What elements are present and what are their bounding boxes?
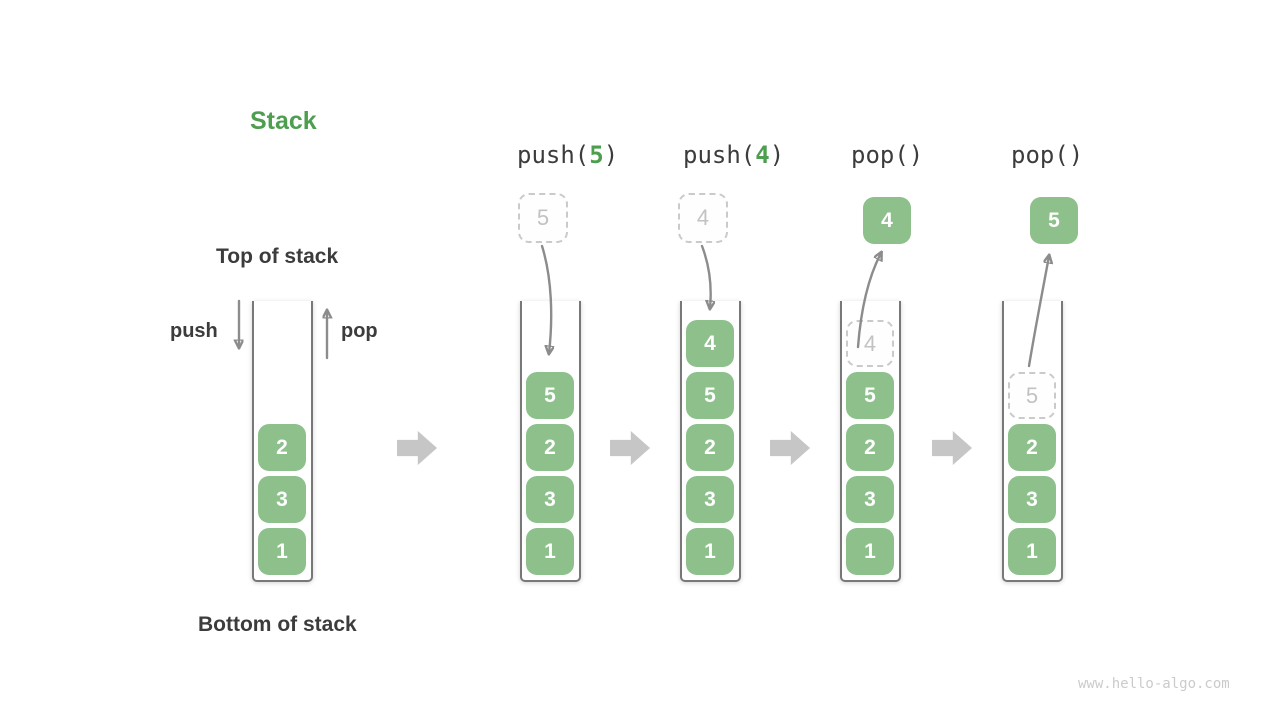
stack-item: 3 — [258, 476, 306, 523]
op-arg: 4 — [755, 141, 770, 169]
stack-item: 1 — [1008, 528, 1056, 575]
stack-item: 2 — [1008, 424, 1056, 471]
op-label-pop-2: pop() — [1011, 141, 1083, 169]
next-step-arrow-icon — [932, 431, 972, 465]
op-arg: 5 — [589, 141, 604, 169]
push-label: push — [170, 320, 218, 342]
incoming-item-box: 4 — [678, 193, 728, 243]
ghost-item-box: 5 — [1008, 372, 1056, 419]
op-text-post: ) — [603, 141, 619, 169]
stack-item: 2 — [526, 424, 574, 471]
op-text-pre: push( — [517, 141, 590, 169]
stack-item: 3 — [686, 476, 734, 523]
stack-item: 5 — [686, 372, 734, 419]
op-label-pop-1: pop() — [851, 141, 923, 169]
op-text-pre: push( — [683, 141, 756, 169]
next-step-arrow-icon — [610, 431, 650, 465]
op-text-pre: pop() — [851, 141, 924, 169]
bottom-of-stack-label: Bottom of stack — [198, 613, 357, 636]
stack-item: 1 — [686, 528, 734, 575]
stack-item: 2 — [686, 424, 734, 471]
ghost-item-box: 4 — [846, 320, 894, 367]
op-label-push-4: push(4) — [683, 141, 784, 169]
watermark: www.hello-algo.com — [1078, 676, 1230, 692]
next-step-arrow-icon — [397, 431, 437, 465]
stack-item: 5 — [846, 372, 894, 419]
top-of-stack-label: Top of stack — [216, 245, 339, 268]
op-text-post: ) — [769, 141, 785, 169]
next-step-arrow-icon — [770, 431, 810, 465]
incoming-item-box: 5 — [518, 193, 568, 243]
push-flow-arrow-icon — [700, 244, 711, 308]
op-text-pre: pop() — [1011, 141, 1084, 169]
popped-item-box: 5 — [1030, 197, 1078, 244]
stack-item: 2 — [846, 424, 894, 471]
stack-item: 3 — [846, 476, 894, 523]
stack-item: 1 — [526, 528, 574, 575]
stack-item: 3 — [526, 476, 574, 523]
stack-item: 1 — [258, 528, 306, 575]
op-label-push-5: push(5) — [517, 141, 618, 169]
stack-item: 2 — [258, 424, 306, 471]
popped-item-box: 4 — [863, 197, 911, 244]
diagram-title: Stack — [250, 107, 317, 135]
stack-item: 3 — [1008, 476, 1056, 523]
stack-item: 5 — [526, 372, 574, 419]
pop-label: pop — [341, 320, 378, 342]
stack-item: 1 — [846, 528, 894, 575]
stack-item: 4 — [686, 320, 734, 367]
